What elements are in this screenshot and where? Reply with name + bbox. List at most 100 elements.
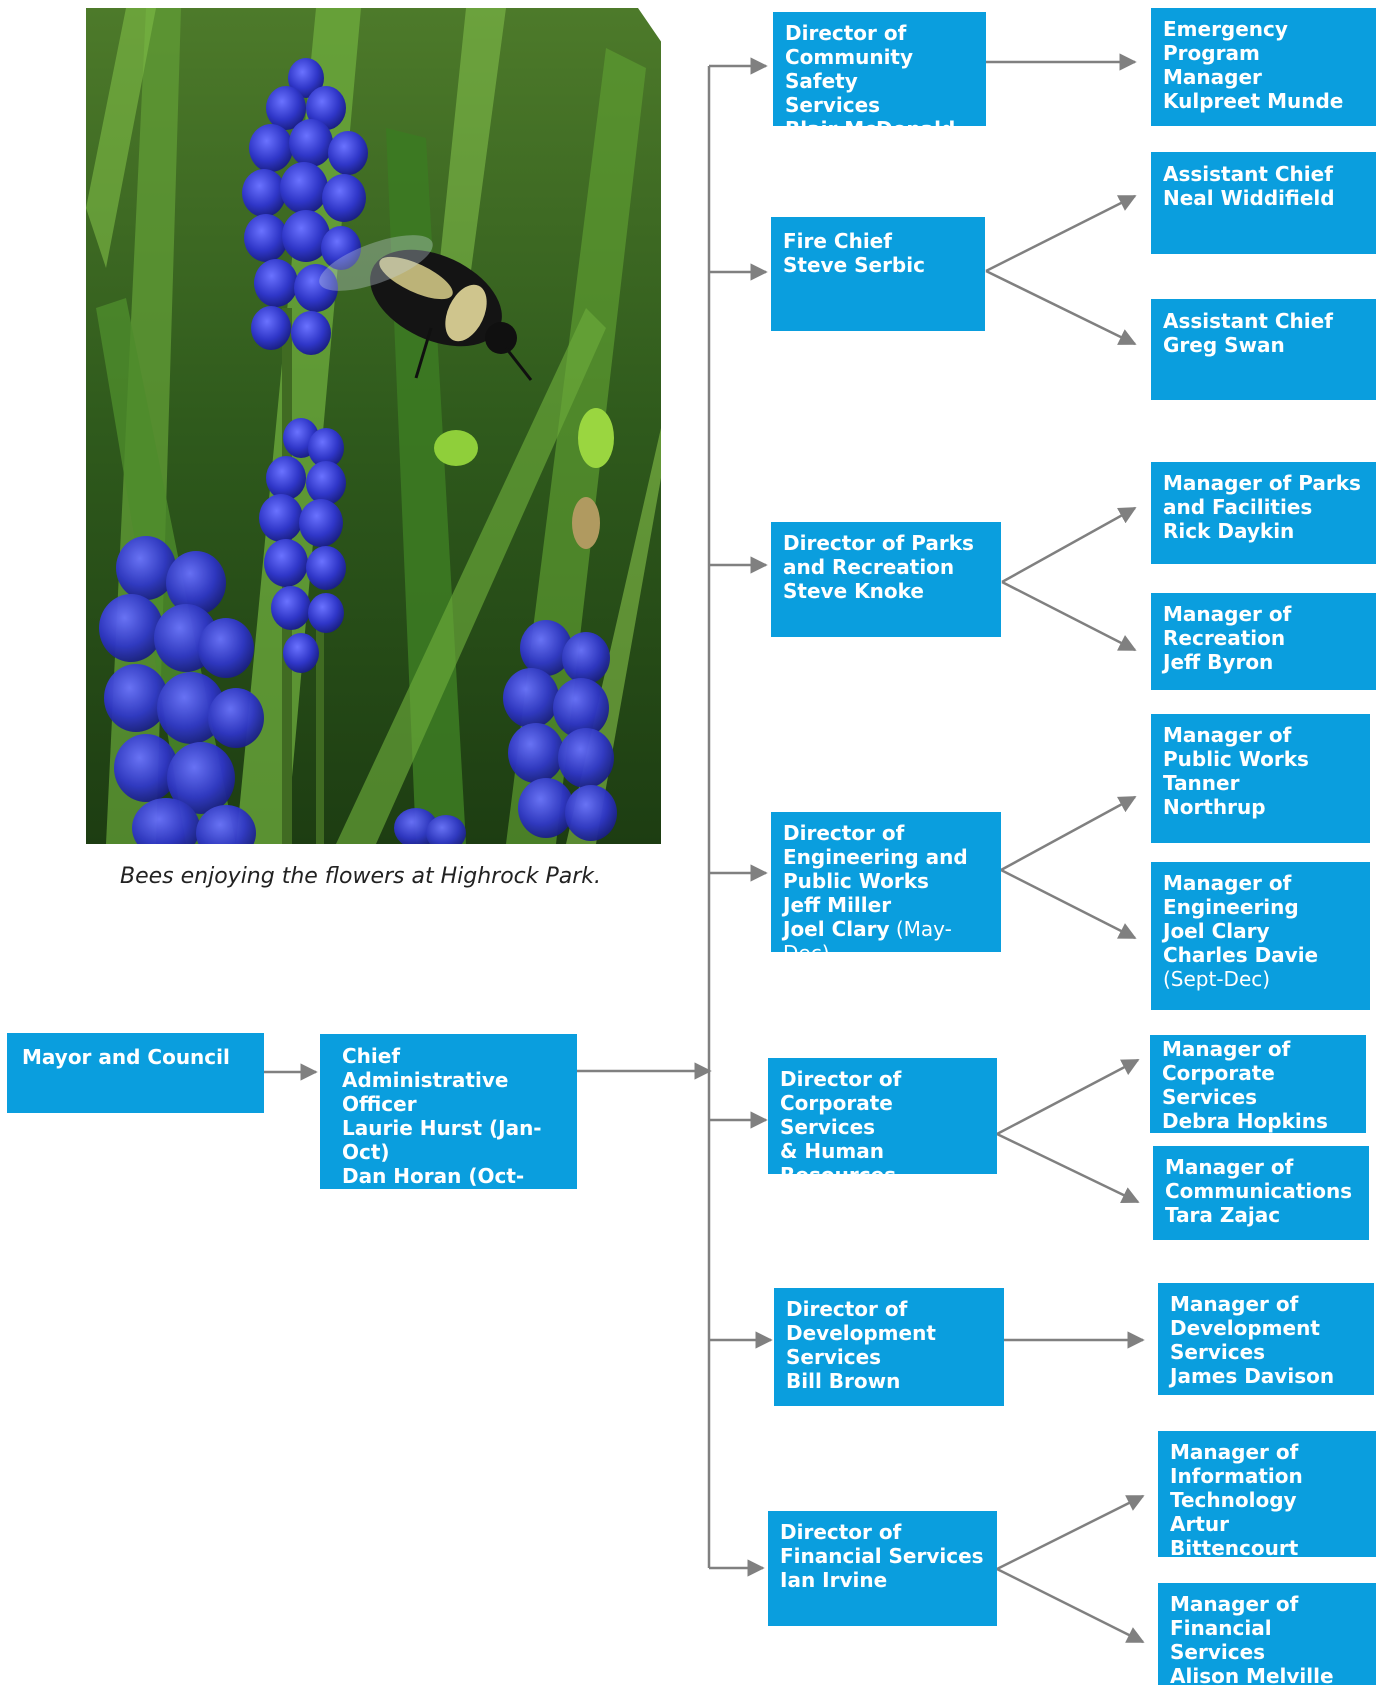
- manager-parks-facilities-box: Manager of Parks and Facilities Rick Day…: [1151, 462, 1376, 564]
- connector-recreation: [1001, 580, 1137, 652]
- line: Kulpreet Munde: [1163, 89, 1344, 113]
- line: Corporate Services: [780, 1091, 893, 1139]
- line: Financial Services: [780, 1544, 984, 1568]
- line: Northrup: [1163, 795, 1266, 819]
- line: Emergency: [1163, 17, 1288, 41]
- director-development-box: Director of Development Services Bill Br…: [774, 1288, 1004, 1406]
- line: Services: [1170, 1340, 1266, 1364]
- line: Steve Serbic: [783, 253, 925, 277]
- manager-corporate-box: Manager of Corporate Services Debra Hopk…: [1150, 1035, 1366, 1133]
- line: Services: [785, 93, 881, 117]
- line: Vicki Gannon: [780, 1187, 928, 1211]
- manager-communications-box: Manager of Communications Tara Zajac: [1153, 1146, 1369, 1240]
- emergency-manager-box: Emergency Program Manager Kulpreet Munde: [1151, 8, 1376, 126]
- manager-recreation-box: Manager of Recreation Jeff Byron: [1151, 593, 1376, 690]
- director-finance-box: Director of Financial Services Ian Irvin…: [768, 1511, 997, 1626]
- line: Neal Widdifield: [1163, 186, 1335, 210]
- cao-line-2: Officer: [342, 1092, 417, 1116]
- mayor-title: Mayor and Council: [22, 1045, 230, 1069]
- manager-public-works-box: Manager of Public Works Tanner Northrup: [1151, 714, 1370, 843]
- line: Financial Services: [1170, 1616, 1272, 1664]
- line: Fire Chief: [783, 229, 892, 253]
- line: James Davison: [1170, 1364, 1335, 1388]
- line: Joel Clary: [783, 917, 890, 941]
- line: Corporate Services: [1162, 1061, 1275, 1109]
- assistant-chief-1-box: Assistant Chief Neal Widdifield: [1151, 152, 1376, 254]
- connector-comms: [996, 1132, 1140, 1204]
- director-community-safety-box: Director of Community Safety Services Bl…: [773, 12, 986, 141]
- line: Debra Hopkins: [1162, 1109, 1328, 1133]
- line: Manager of: [1162, 1037, 1291, 1061]
- fire-chief-box: Fire Chief Steve Serbic: [771, 217, 985, 331]
- line: Assistant Chief: [1163, 162, 1333, 186]
- cao-line-3: Laurie Hurst (Jan-Oct): [342, 1116, 542, 1164]
- date-note: (May-Dec): [783, 917, 952, 965]
- director-parks-box: Director of Parks and Recreation Steve K…: [771, 522, 1001, 637]
- line: Services: [786, 1345, 882, 1369]
- manager-development-box: Manager of Development Services James Da…: [1158, 1283, 1374, 1395]
- line: Director of: [783, 821, 905, 845]
- line: Engineering and: [783, 845, 968, 869]
- line: Steve Knoke: [783, 579, 924, 603]
- line: Director of: [786, 1297, 908, 1321]
- cao-line-4: Dan Horan (Oct-Dec): [342, 1164, 525, 1212]
- line: Tara Zajac: [1165, 1203, 1281, 1227]
- line: Director of Parks: [783, 531, 974, 555]
- line: Manager: [1163, 65, 1262, 89]
- line: Blair McDonald: [785, 117, 956, 141]
- assistant-chief-2-box: Assistant Chief Greg Swan: [1151, 299, 1376, 400]
- line: Manager of Parks: [1163, 471, 1361, 495]
- line: Community Safety: [785, 45, 914, 93]
- line: Engineering: [1163, 895, 1299, 919]
- line: Bill Brown: [786, 1369, 901, 1393]
- line: Public Works: [1163, 747, 1309, 771]
- line: and Facilities: [1163, 495, 1313, 519]
- line: Public Works: [783, 869, 929, 893]
- line: Jeff Byron: [1163, 650, 1274, 674]
- photo-caption: Bees enjoying the flowers at Highrock Pa…: [120, 864, 602, 889]
- line: Director of: [780, 1520, 902, 1544]
- connector-asst1: [985, 194, 1137, 273]
- mayor-council-box: Mayor and Council: [7, 1033, 264, 1113]
- line: Jeff Miller: [783, 893, 892, 917]
- director-engineering-box: Director of Engineering and Public Works…: [771, 812, 1001, 965]
- line: Charles Davie: [1163, 943, 1319, 967]
- line: Manager of: [1163, 871, 1292, 895]
- line: Assistant Chief: [1163, 309, 1333, 333]
- line: Joel Clary: [1163, 919, 1270, 943]
- line: Manager of: [1165, 1155, 1294, 1179]
- line: Development: [1170, 1316, 1320, 1340]
- connector-fin-mgr: [996, 1567, 1145, 1644]
- cao-line-1: Chief Administrative: [342, 1044, 509, 1092]
- line: Rick Daykin: [1163, 519, 1295, 543]
- manager-it-box: Manager of Information Technology Artur …: [1158, 1431, 1376, 1560]
- line: Technology: [1170, 1488, 1297, 1512]
- cao-box: Chief Administrative Officer Laurie Hurs…: [320, 1034, 577, 1212]
- connector-facilities: [1001, 506, 1137, 584]
- line: Information: [1170, 1464, 1303, 1488]
- line: Ian Irvine: [780, 1568, 888, 1592]
- park-photo: [86, 8, 661, 844]
- line: Communications: [1165, 1179, 1353, 1203]
- line: Director of: [780, 1067, 902, 1091]
- connector-it: [996, 1494, 1145, 1571]
- date-note: (Sept-Dec): [1163, 967, 1271, 991]
- line: Manager of: [1170, 1292, 1299, 1316]
- line: Joel Clary (May-Dec): [783, 917, 989, 965]
- line: Development: [786, 1321, 936, 1345]
- line: and Recreation: [783, 555, 955, 579]
- connector-corp-mgr: [996, 1058, 1140, 1136]
- manager-finance-box: Manager of Financial Services Alison Mel…: [1158, 1583, 1376, 1688]
- connector-eng-mgr: [1000, 868, 1137, 940]
- line: Recreation: [1163, 626, 1286, 650]
- line: Manager of: [1163, 723, 1292, 747]
- connector-asst2: [985, 269, 1137, 346]
- connector-public-works: [1000, 795, 1137, 872]
- hyacinth-bee-image: [86, 8, 661, 844]
- line: Greg Swan: [1163, 333, 1285, 357]
- line: Program: [1163, 41, 1260, 65]
- line: Director of: [785, 21, 907, 45]
- director-corporate-box: Director of Corporate Services & Human R…: [768, 1058, 997, 1211]
- line: Artur Bittencourt: [1170, 1512, 1299, 1560]
